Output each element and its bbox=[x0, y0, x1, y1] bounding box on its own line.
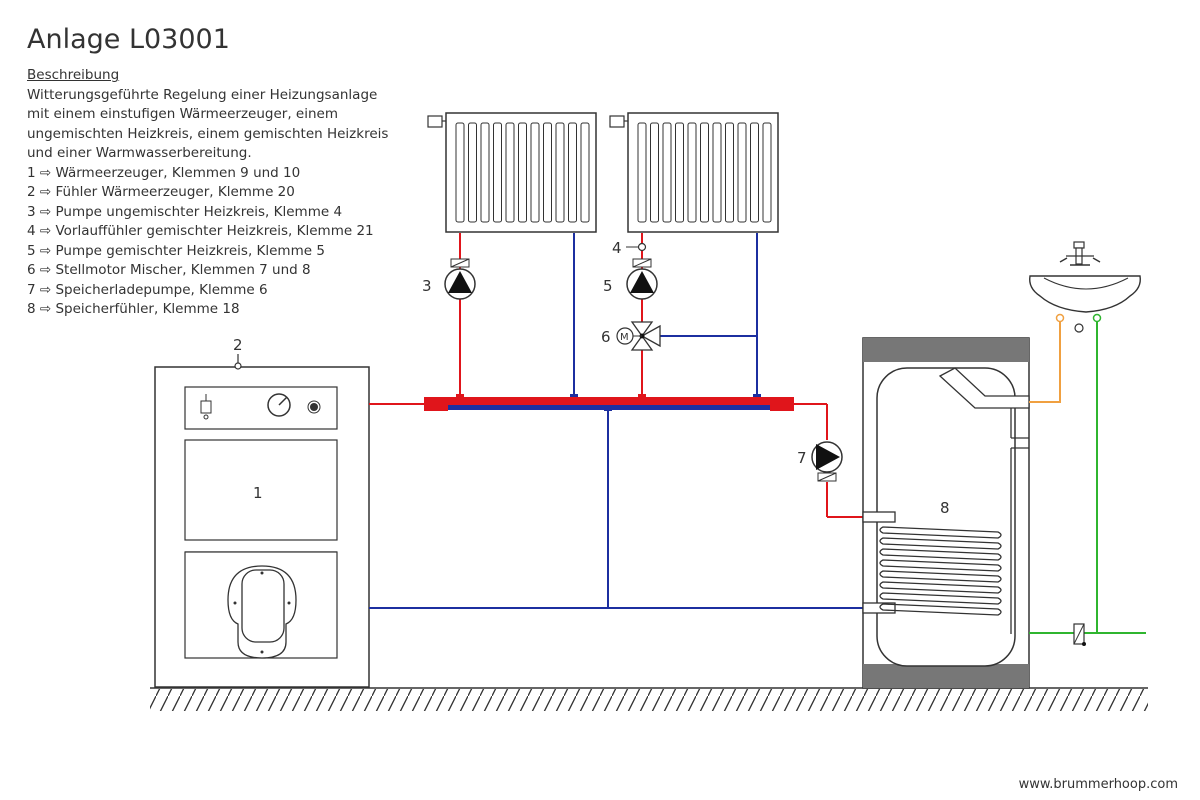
footer-link[interactable]: www.brummerhoop.com bbox=[1018, 777, 1178, 792]
boiler-label: 1 bbox=[253, 484, 263, 502]
motor-symbol: M bbox=[620, 332, 629, 343]
legend-item: 1 ⇨ Wärmeerzeuger, Klemmen 9 und 10 bbox=[27, 164, 301, 181]
boiler: 1 bbox=[154, 366, 370, 688]
charge-pump-label: 7 bbox=[797, 449, 807, 467]
pump-mixed: 5 bbox=[603, 258, 658, 300]
charge-pump: 7 bbox=[797, 441, 843, 482]
boiler-sensor: 2 bbox=[233, 336, 243, 370]
ground bbox=[150, 687, 1148, 711]
radiator-fin bbox=[543, 122, 552, 223]
storage-tank: 8 bbox=[862, 337, 1030, 689]
radiator-fin bbox=[700, 122, 709, 223]
radiator-fin bbox=[650, 122, 659, 223]
manifold bbox=[424, 397, 794, 411]
radiator-fin bbox=[675, 122, 684, 223]
radiator-fin bbox=[637, 122, 647, 223]
legend-item: 5 ⇨ Pumpe gemischter Heizkreis, Klemme 5 bbox=[27, 242, 325, 259]
radiator-fin bbox=[737, 122, 747, 223]
legend-item: 4 ⇨ Vorlauffühler gemischter Heizkreis, … bbox=[27, 223, 374, 239]
flow-sensor-label: 4 bbox=[612, 239, 622, 257]
radiator-fin bbox=[568, 122, 577, 223]
pump-unmixed-label: 3 bbox=[422, 277, 432, 295]
tank-sensor-label: 8 bbox=[940, 499, 950, 517]
wash-basin bbox=[1029, 241, 1141, 333]
radiator-fin bbox=[725, 122, 734, 223]
description: Beschreibung Witterungsgeführte Regelung… bbox=[27, 66, 397, 320]
radiator-fin bbox=[687, 122, 697, 223]
coil-turn bbox=[879, 559, 1002, 572]
radiator-fin bbox=[580, 122, 590, 223]
legend-item: 6 ⇨ Stellmotor Mischer, Klemmen 7 und 8 bbox=[27, 262, 311, 278]
legend-item: 2 ⇨ Fühler Wärmeerzeuger, Klemme 20 bbox=[27, 184, 295, 200]
radiator-fin bbox=[518, 122, 527, 223]
legend-item: 3 ⇨ Pumpe ungemischter Heizkreis, Klemme… bbox=[27, 203, 343, 220]
supply-pipes bbox=[369, 233, 863, 518]
flow-sensor: 4 bbox=[612, 239, 647, 257]
radiator-fin bbox=[555, 122, 565, 223]
coil-turn bbox=[879, 570, 1002, 583]
description-line: ungemischten Heizkreis, einem gemischten… bbox=[27, 125, 389, 142]
coil-turn bbox=[879, 592, 1002, 605]
description-line: Witterungsgeführte Regelung einer Heizun… bbox=[27, 86, 378, 103]
page-title: Anlage L03001 bbox=[27, 24, 230, 55]
radiator-fin bbox=[662, 122, 672, 223]
coil-turn bbox=[879, 526, 1002, 539]
coil-turn bbox=[879, 548, 1002, 561]
legend-item: 7 ⇨ Speicherladepumpe, Klemme 6 bbox=[27, 281, 268, 298]
mixer-valve: M 6 bbox=[601, 321, 661, 351]
radiator-fin bbox=[530, 122, 540, 223]
radiator-fin bbox=[712, 122, 722, 223]
mixer-label: 6 bbox=[601, 328, 611, 346]
coil-turn bbox=[879, 603, 1002, 616]
radiator-fin bbox=[505, 122, 515, 223]
boiler-sensor-label: 2 bbox=[233, 336, 243, 354]
legend-item: 8 ⇨ Speicherfühler, Klemme 18 bbox=[27, 301, 240, 317]
description-heading: Beschreibung bbox=[27, 67, 120, 83]
description-line: mit einem einstufigen Wärmeerzeuger, ein… bbox=[27, 106, 338, 122]
pump-unmixed: 3 bbox=[422, 258, 476, 300]
radiator-fin bbox=[750, 122, 759, 223]
description-line: und einer Warmwasserbereitung. bbox=[27, 145, 252, 161]
radiator-fin bbox=[455, 122, 465, 223]
return-pipes bbox=[369, 233, 863, 609]
hot-water-pipe bbox=[1029, 320, 1061, 403]
coil-turn bbox=[879, 581, 1002, 594]
coil-turn bbox=[879, 537, 1002, 550]
radiator-fin bbox=[762, 122, 772, 223]
radiator-fin bbox=[480, 122, 490, 223]
cold-water-pipe bbox=[1029, 320, 1146, 646]
radiator-fin bbox=[493, 122, 502, 223]
radiator-fin bbox=[468, 122, 477, 223]
pump-mixed-label: 5 bbox=[603, 277, 613, 295]
